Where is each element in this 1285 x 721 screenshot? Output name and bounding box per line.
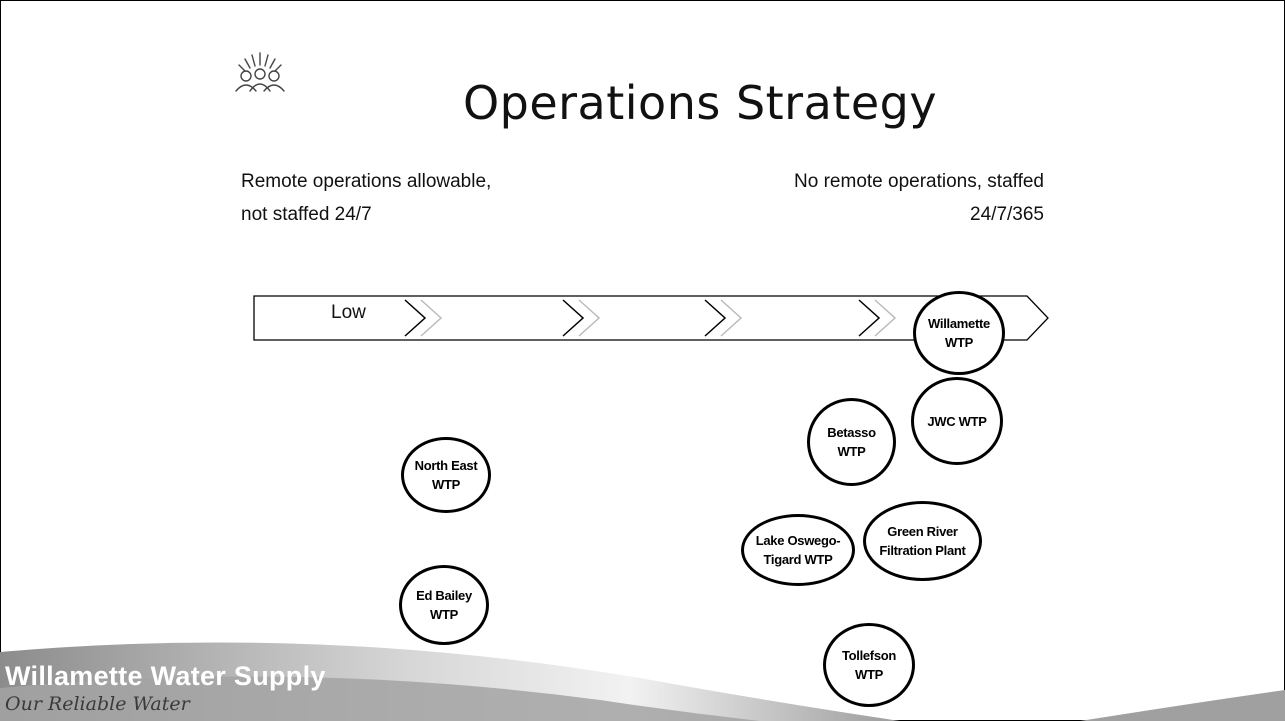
plant-lake-oswego-tigard-wtp: Lake Oswego- Tigard WTP bbox=[741, 514, 855, 586]
strategy-scale-arrow bbox=[253, 295, 1049, 341]
page-title: Operations Strategy bbox=[462, 76, 938, 130]
remote-allowed-label: Remote operations allowable, not staffed… bbox=[241, 171, 492, 225]
plant-jwc-wtp: JWC WTP bbox=[911, 377, 1003, 465]
footer-band bbox=[0, 642, 1285, 721]
scale-low-label: Low bbox=[331, 302, 366, 323]
no-remote-label: No remote operations, staffed 24/7/365 bbox=[794, 171, 1044, 225]
plant-green-river-filtration-plant: Green River Filtration Plant bbox=[863, 501, 982, 581]
plant-tollefson-wtp: Tollefson WTP bbox=[823, 623, 915, 707]
people-sunburst-logo-icon bbox=[235, 52, 285, 92]
plant-ed-bailey-wtp: Ed Bailey WTP bbox=[399, 565, 489, 645]
plant-betasso-wtp: Betasso WTP bbox=[807, 398, 896, 486]
plant-north-east-wtp: North East WTP bbox=[401, 437, 491, 513]
brand-tagline: Our Reliable Water bbox=[5, 693, 190, 715]
plant-willamette-wtp: Willamette WTP bbox=[913, 291, 1005, 375]
brand-name: Willamette Water Supply bbox=[5, 661, 326, 691]
